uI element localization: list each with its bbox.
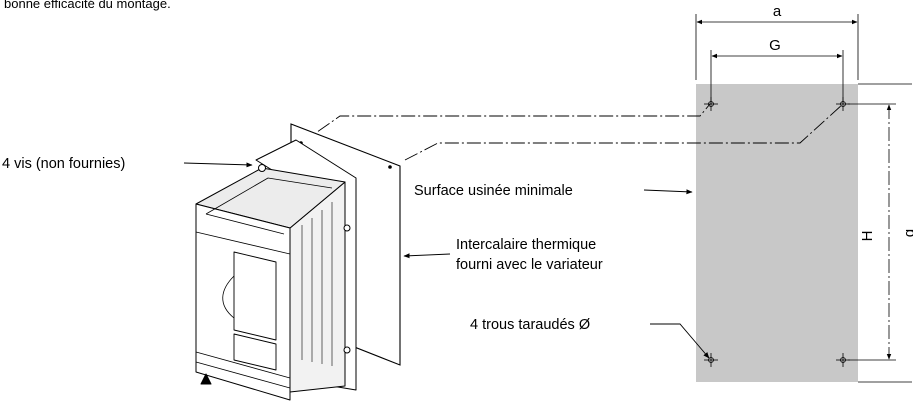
caption-text: bonne efficacité du montage. <box>4 0 171 11</box>
dimension-a-label: a <box>773 3 782 20</box>
machined-surface <box>696 84 858 382</box>
spacer-arrow <box>403 253 451 259</box>
hole-bottom-right <box>836 353 850 367</box>
dimension-h <box>848 103 896 361</box>
surface-arrow <box>643 189 693 195</box>
dimension-g-label: G <box>769 37 781 54</box>
dimension-b-label: b <box>902 229 913 237</box>
projection-lines <box>299 103 844 161</box>
holes-arrow <box>650 323 710 359</box>
screws-label: 4 vis (non fournies) <box>2 156 125 172</box>
hole-bottom-left <box>704 353 718 367</box>
dimension-g <box>710 50 844 104</box>
surface-label: Surface usinée minimale <box>414 183 573 199</box>
hole-top-left <box>704 97 718 111</box>
spacer-label-line2: fourni avec le variateur <box>456 257 603 273</box>
dimension-h-label: H <box>859 231 876 242</box>
spacer-label-line1: Intercalaire thermique <box>456 237 596 253</box>
screws-arrow <box>183 162 253 168</box>
holes-label: 4 trous taraudés Ø <box>470 317 590 333</box>
variator-unit <box>195 139 357 401</box>
tapped-holes <box>704 97 850 367</box>
dimension-a <box>695 14 859 80</box>
